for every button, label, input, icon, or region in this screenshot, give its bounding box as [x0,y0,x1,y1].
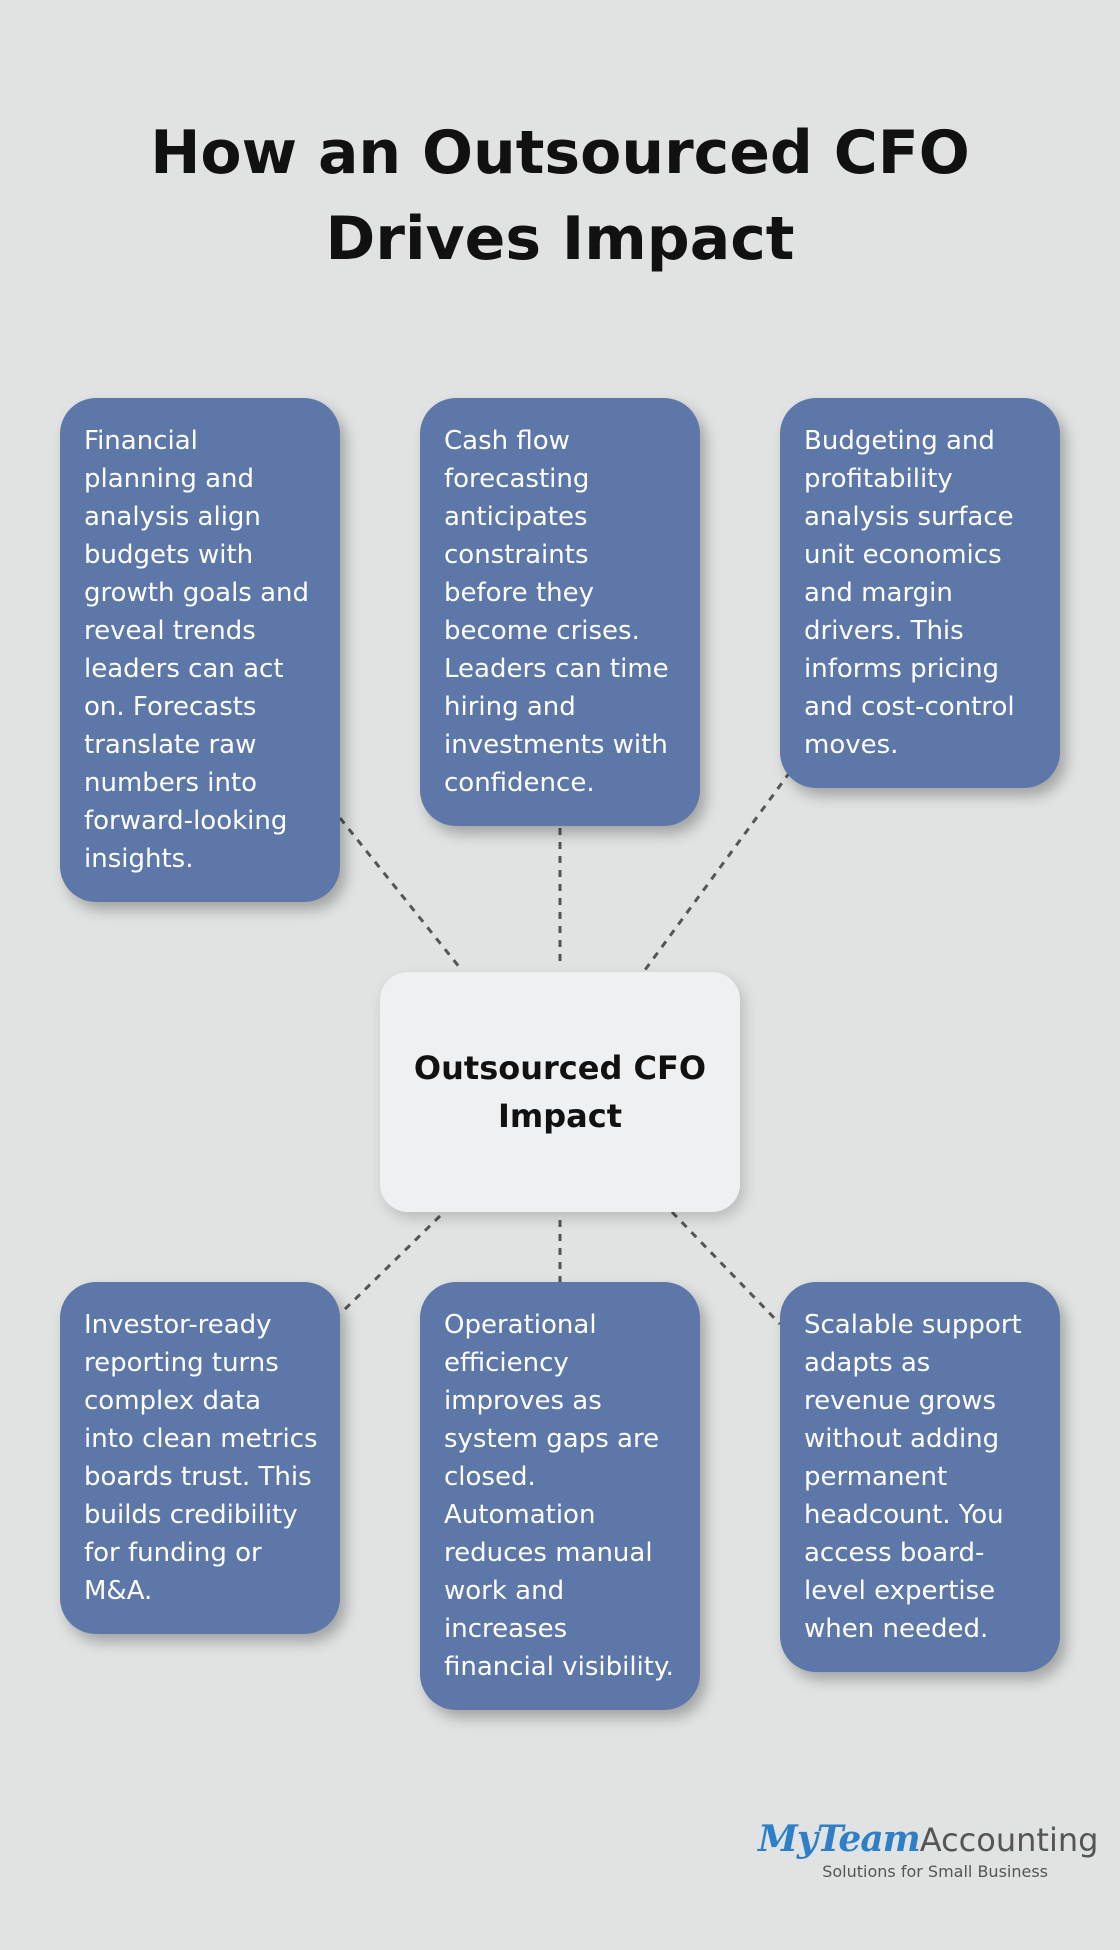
center-label: Outsourced CFO Impact [413,1049,707,1135]
center-node: Outsourced CFO Impact [380,972,740,1212]
card-text: Financial planning and analysis align bu… [84,426,310,874]
card-investor-reporting: Investor-ready reporting turns complex d… [60,1282,340,1634]
card-scalable-support: Scalable support adapts as revenue grows… [780,1282,1060,1672]
connector-top-left [338,817,462,969]
page-title: How an Outsourced CFO Drives Impact [150,118,970,274]
card-financial-planning: Financial planning and analysis align bu… [60,398,340,902]
connector-bottom-left [338,1214,442,1316]
card-text: Investor-ready reporting turns complex d… [84,1310,318,1606]
logo-brand-part2: Accounting [919,1821,1099,1859]
card-text: Scalable support adapts as revenue grows… [804,1310,1022,1644]
brand-logo: MyTeamAccounting Solutions for Small Bus… [758,1818,1098,1881]
connector-bottom-right [670,1210,782,1326]
card-budgeting: Budgeting and profitability analysis sur… [780,398,1060,788]
card-operational-efficiency: Operational efficiency improves as syste… [420,1282,700,1710]
card-text: Budgeting and profitability analysis sur… [804,426,1015,760]
card-text: Cash flow forecasting anticipates constr… [444,426,669,798]
logo-tagline: Solutions for Small Business [822,1862,1048,1881]
card-cash-flow: Cash flow forecasting anticipates constr… [420,398,700,826]
logo-brand-part1: MyTeam [758,1818,921,1860]
card-text: Operational efficiency improves as syste… [444,1310,674,1682]
